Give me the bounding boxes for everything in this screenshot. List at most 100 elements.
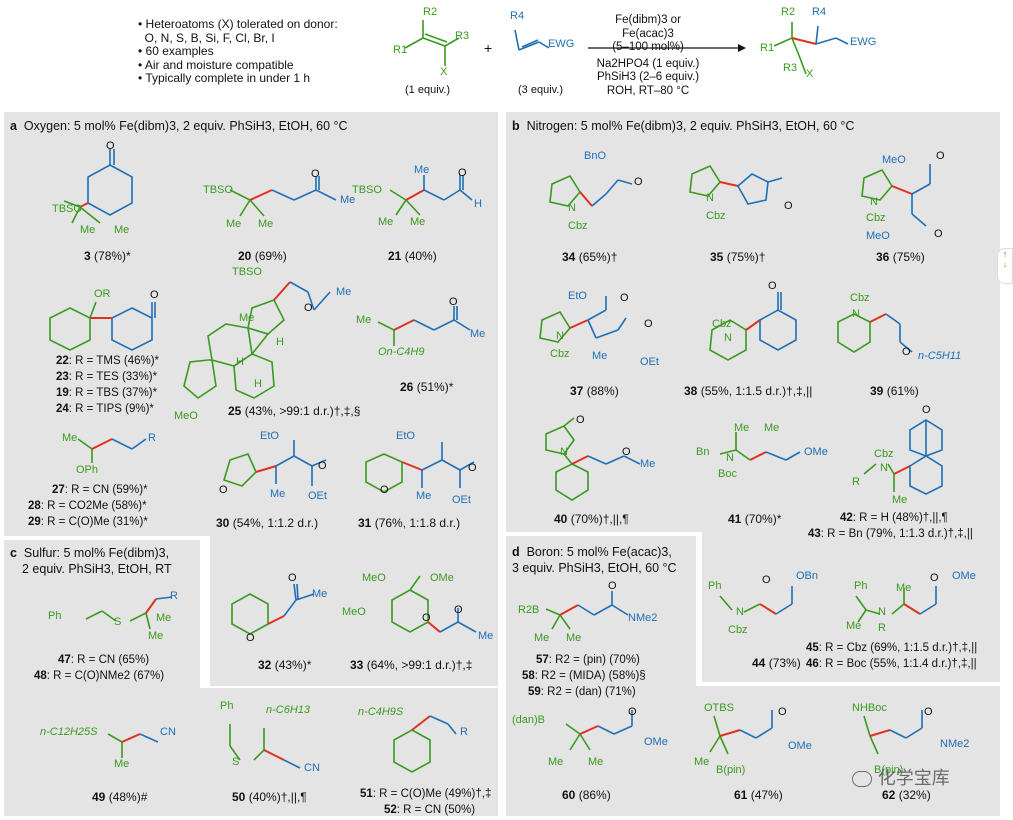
label-boc-41: Boc [718,468,737,480]
caption-34: 34 (65%)† [562,250,618,264]
label-o-22: O [150,289,159,301]
reaction-conditions: Fe(dibm)3 or Fe(acac)3 (5–100 mol%) Na2H… [596,14,700,97]
structure-3 [63,149,133,224]
panel-b-lower-bg [702,532,1000,682]
label-n-40: N [560,446,568,458]
label-me-49: Me [114,758,130,770]
label-eto-30: EtO [260,430,279,442]
label-o-32b: O [246,632,255,644]
label-me-26: Me [356,314,372,326]
label-me-32: Me [312,588,328,600]
label-me-41b: Me [764,422,780,434]
caption-36: 36 (75%) [876,250,925,264]
label-o-36: O [936,150,945,162]
bullet-time: Typically complete in under 1 h [145,71,311,85]
label-n-45: N [878,606,886,618]
label-danb-60: (dan)B [512,714,546,726]
caption-20: 20 (69%) [238,249,287,263]
caption-50: 50 (40%)†,||,¶ [232,790,307,804]
label-o-62: O [924,706,933,718]
label-r-27: R [148,432,156,444]
label-n-39: N [852,308,860,320]
label-me-45b: Me [846,620,862,632]
label-me-60a: Me [548,756,564,768]
acceptor-equiv: (3 equiv.) [518,84,564,96]
bullet-elements: O, N, S, B, Si, F, Cl, Br, I [144,30,275,45]
label-ome-33: OMe [430,572,454,584]
label-c6h13-50: n-C6H13 [266,704,311,716]
caption-24: 24: R = TIPS (9%)* [56,403,154,415]
label-obn-44: OBn [796,570,819,582]
structure-47 [85,596,173,630]
label-o-31: O [468,462,477,474]
panel-a-lower-bg [210,536,498,686]
structure-20 [229,176,337,217]
label-ph-47: Ph [48,610,62,622]
arrow-up-icon[interactable]: ↑ [1002,249,1008,259]
structure-31 [365,442,475,493]
label-s-49: n-C12H25S [40,726,98,738]
caption-3: 3 (78%)* [84,249,131,263]
caption-41: 41 (70%)* [728,512,782,526]
label-cn-49: CN [160,726,176,738]
label-tbso-25: TBSO [232,266,262,278]
label-o-44: O [762,574,771,586]
structure-26 [377,306,471,346]
label-meo-36b: MeO [866,230,890,242]
label-n-36: N [870,196,878,208]
structure-30 [223,440,327,487]
label-oet-37: OEt [640,356,659,368]
caption-42: 42: R = H (48%)†,||,¶ [840,512,948,524]
panel-d-lower-bg [506,686,1000,816]
label-cbz-37: Cbz [550,348,570,360]
label-or-22: OR [94,288,111,300]
arrow-down-icon[interactable]: ↓ [1002,259,1008,269]
label-o-37b: O [644,318,653,330]
product-r1: R1 [760,42,775,54]
label-me-26b: Me [470,328,486,340]
label-ph-45: Ph [854,580,868,592]
caption-21: 21 (40%) [388,249,437,263]
caption-35: 35 (75%)† [710,250,766,264]
panel-a-title: a Oxygen: 5 mol% Fe(dibm)3, 2 equiv. PhS… [10,119,348,133]
label-ome-41: OMe [804,446,828,458]
caption-52: 52: R = CN (50%) [384,804,476,816]
label-me-25: Me [336,286,352,298]
caption-23: 23: R = TES (33%)* [56,371,158,383]
label-ph-50: Ph [220,700,234,712]
product-ewg: EWG [850,36,877,48]
label-s-51: n-C4H9S [358,706,404,718]
caption-51: 51: R = C(O)Me (49%)†,‡ [360,788,492,800]
caption-40: 40 (70%)†,||,¶ [554,512,629,526]
donor-r2: R2 [423,6,438,18]
label-o-32: O [288,572,297,584]
label-r-45: R [878,622,886,634]
label-o-40: O [576,414,585,426]
caption-19: 19: R = TBS (37%)* [56,387,158,399]
label-bno-34: BnO [584,150,607,162]
side-scroll-widget[interactable]: ↑ ↓ [997,248,1013,284]
label-cn-50: CN [304,762,320,774]
donor-structure [404,20,460,66]
label-s-47: S [114,616,122,628]
label-ph-44: Ph [708,580,722,592]
label-cbz-42: Cbz [874,448,894,460]
label-eto-31: EtO [396,430,415,442]
label-meo-25: MeO [174,410,198,422]
acceptor-structure [514,29,550,51]
label-me-21: Me [414,164,430,176]
label-h-25c: H [254,378,262,390]
label-n-35: N [706,192,714,204]
structure-36 [861,164,931,227]
label-o-20: O [311,168,320,180]
label-nme2-62: NMe2 [940,738,970,750]
panel-c-bg [4,540,200,688]
label-n-34: N [568,202,576,214]
label-tbso-3: TBSO [52,203,82,215]
label-r-42: R [852,476,860,488]
label-o-60: O [628,706,637,718]
label-me-41a: Me [734,422,750,434]
label-r-47: R [170,590,178,602]
structure-50 [229,724,301,769]
label-o-34: O [634,176,643,188]
